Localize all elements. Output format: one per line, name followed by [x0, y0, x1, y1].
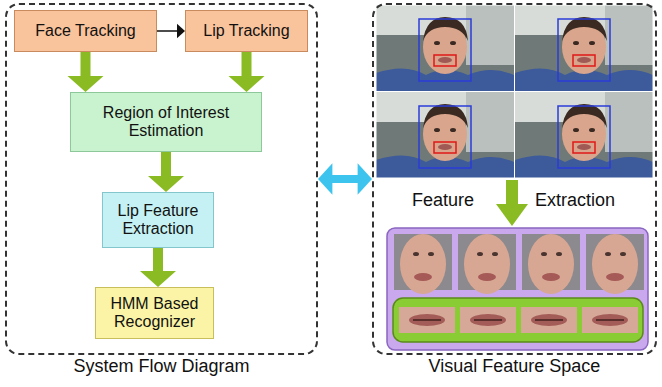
box-label: Lip Feature Extraction [109, 202, 207, 239]
process-box: Lip Feature Extraction [102, 192, 214, 248]
process-box: HMM Based Recognizer [95, 287, 214, 339]
annotation-label: Feature [412, 190, 474, 211]
panel-caption: System Flow Diagram [0, 356, 336, 377]
flow-arrow [318, 163, 372, 194]
box-label: Face Tracking [35, 22, 135, 40]
flow-arrow [68, 52, 104, 92]
flow-arrow [157, 24, 185, 39]
flow-arrow [148, 152, 184, 192]
annotation-label: Extraction [535, 190, 615, 211]
dashed-panel: Visual Feature Space [372, 3, 657, 355]
flow-arrow [140, 248, 176, 287]
flow-arrow [229, 52, 265, 92]
box-label: Lip Tracking [203, 22, 289, 40]
process-box: Lip Tracking [185, 10, 308, 52]
panel-caption: Visual Feature Space [354, 356, 662, 377]
box-label: Region of Interest Estimation [77, 104, 255, 141]
box-label: HMM Based Recognizer [102, 295, 207, 332]
process-box: Region of Interest Estimation [70, 92, 262, 152]
process-box: Face Tracking [14, 10, 157, 52]
dashed-panel: System Flow DiagramFace TrackingLip Trac… [5, 3, 318, 355]
